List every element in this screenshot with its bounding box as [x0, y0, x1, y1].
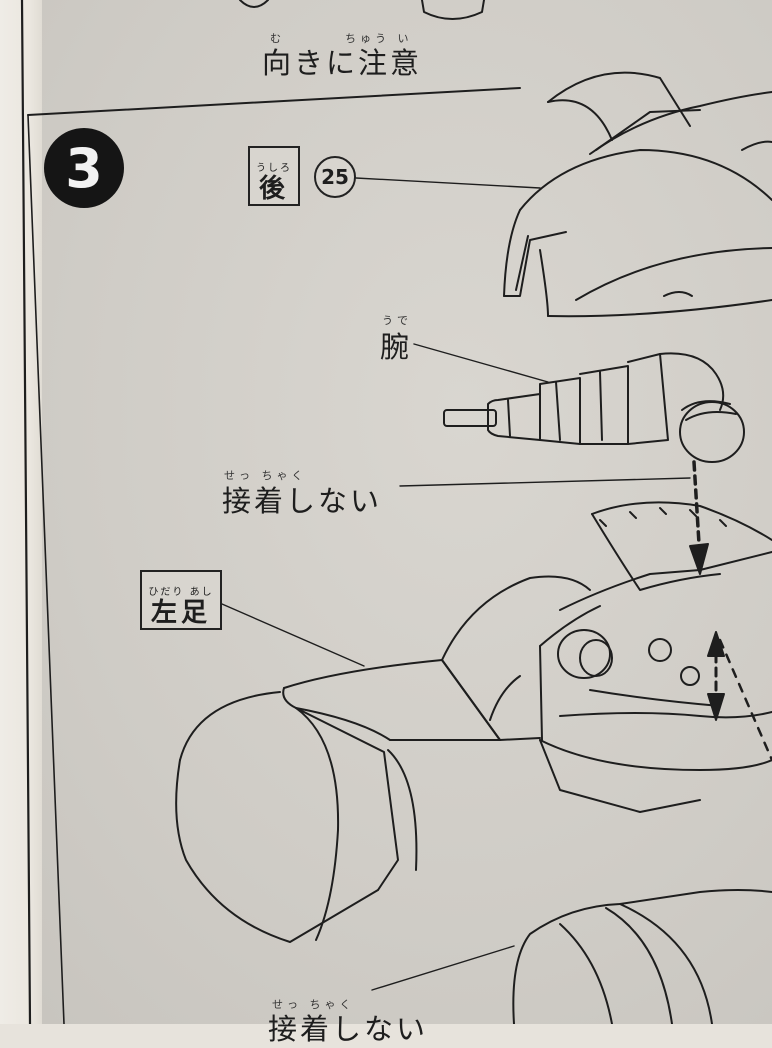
left-leg-label-box: ひだり あし 左足: [140, 570, 222, 630]
part-number-25: 25: [314, 156, 356, 198]
insert-arrow-1: [692, 460, 702, 562]
back-part-label: 後: [258, 174, 289, 204]
instruction-sheet: [0, 0, 772, 1024]
assembly-illustration: [20, 0, 772, 1024]
left-leg-part: [175, 575, 591, 943]
page-margin: [0, 0, 42, 1024]
arm-ruby: うで: [382, 314, 412, 327]
section-frame-inner: [27, 114, 65, 1024]
no-glue-label-1: 接着しない: [222, 484, 383, 518]
no-glue-ruby-2: せっ ちゃく: [272, 998, 355, 1011]
back-shell-part: [503, 71, 772, 318]
no-glue-ruby-1: せっ ちゃく: [224, 469, 307, 482]
right-leg-part: [512, 889, 772, 1024]
leg-joint-ball: [557, 629, 613, 679]
waist-socket-part: [539, 501, 772, 813]
step-number-badge: 3: [44, 128, 124, 208]
left-leg-ruby: ひだり あし: [148, 587, 214, 598]
section-divider: [27, 87, 521, 116]
section-frame-left: [20, 0, 32, 1024]
left-leg-label: 左足: [150, 598, 211, 628]
no-glue-label-2: 接着しない: [268, 1012, 429, 1046]
arm-label: 腕: [380, 330, 413, 364]
top-part-fragment: [421, 0, 485, 20]
back-part-label-box: うしろ 後: [248, 146, 300, 206]
caution-ruby: む ちゅう い: [270, 32, 413, 45]
back-part-ruby: うしろ: [256, 163, 292, 174]
caution-text: 向きに注意: [262, 46, 423, 80]
arm-part: [443, 352, 745, 463]
